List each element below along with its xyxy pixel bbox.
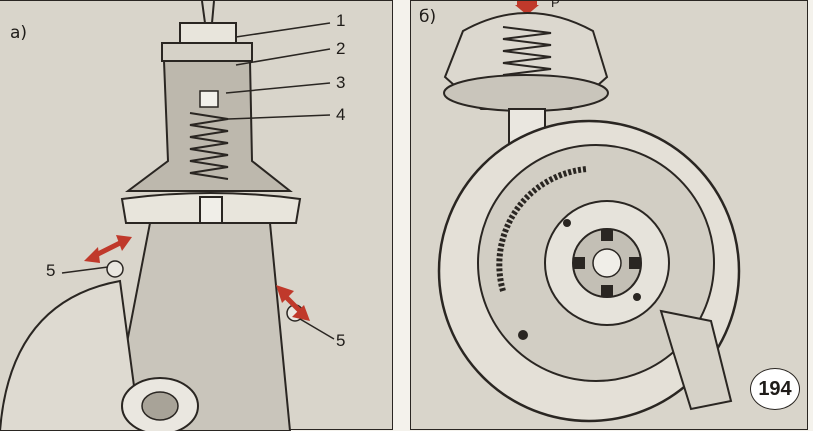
figure-number-badge: 194: [750, 368, 800, 410]
plunger: [199, 90, 219, 108]
adjust-arrow-left: [84, 235, 132, 263]
panel-a-label: а): [10, 23, 28, 43]
cam-center: [141, 391, 179, 421]
callout-4: 4: [336, 105, 346, 124]
screw-bottom: [518, 330, 528, 340]
connector: [659, 309, 733, 411]
spring: [189, 112, 229, 180]
advance-spring-arc: [496, 166, 588, 292]
panel-b-drawing: [437, 1, 741, 423]
diaphragm-rim: [443, 74, 609, 112]
adjust-screw-left: [106, 260, 124, 278]
spring-housing: [125, 60, 293, 192]
panel-a: а): [0, 0, 393, 431]
callout-5-left: 5: [46, 261, 56, 280]
screw-top: [563, 219, 571, 227]
callout-3: 3: [336, 73, 346, 92]
adjust-arrow-right: [276, 285, 310, 321]
cam: [572, 228, 642, 298]
regulator-spring: [502, 26, 552, 76]
callout-5-right: 5: [336, 331, 346, 350]
panel-b-label: б): [419, 7, 437, 27]
force-arrow: [515, 1, 539, 15]
panel-a-drawing: [0, 1, 335, 431]
nut: [179, 22, 237, 46]
cable: [201, 1, 215, 24]
panel-b: б): [410, 0, 808, 430]
callout-1: 1: [336, 11, 346, 30]
distributor-housing: [0, 279, 142, 431]
screw-right: [633, 293, 641, 301]
nut-flange: [161, 42, 253, 62]
leader-lines: [61, 22, 335, 340]
force-label: P: [551, 0, 560, 10]
callout-2: 2: [336, 39, 346, 58]
